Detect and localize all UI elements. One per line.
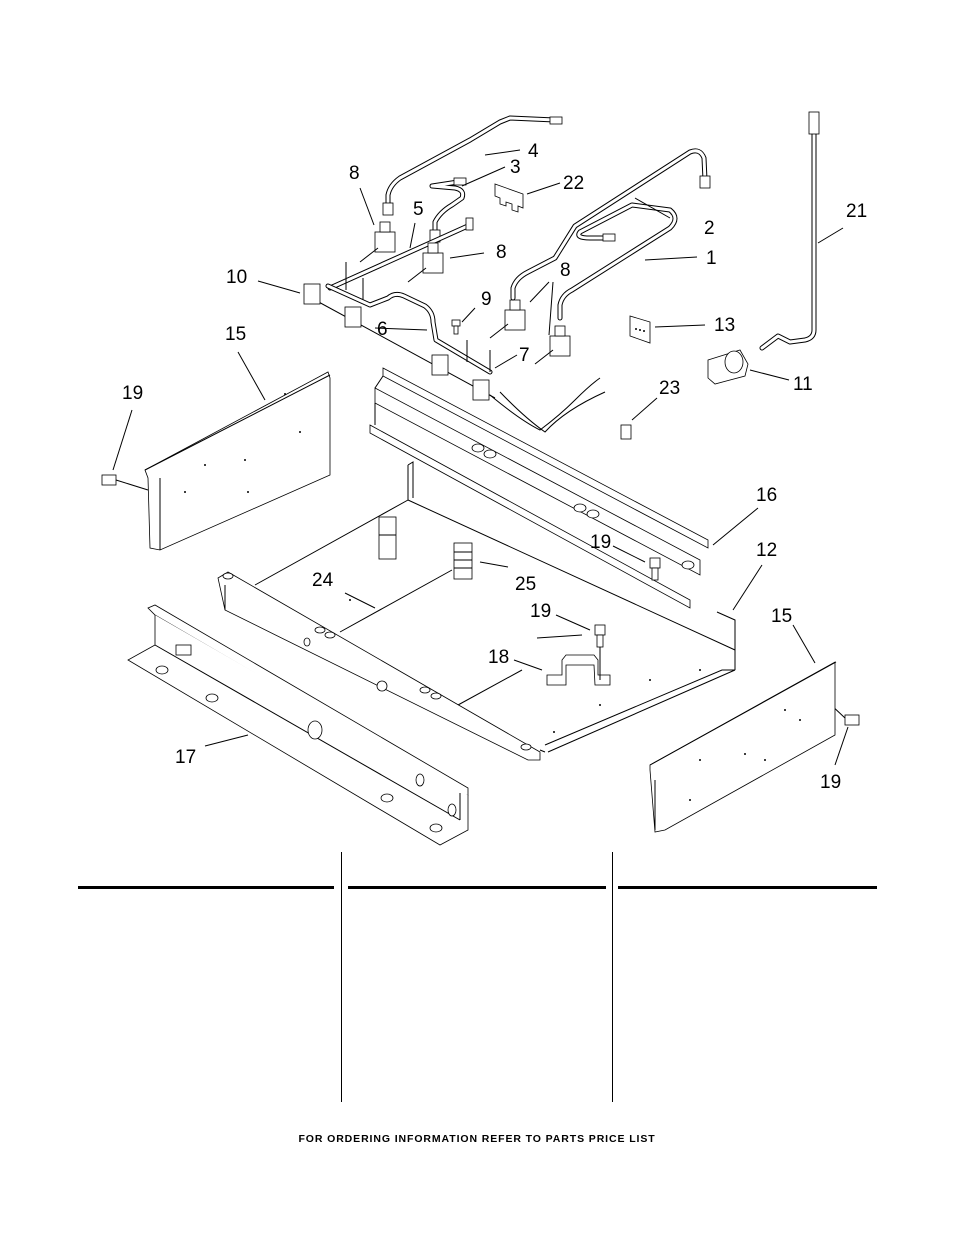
callout-25: 25 xyxy=(515,574,536,595)
part-gas-tube-21 xyxy=(759,111,820,351)
parts-table-column-3-rule xyxy=(618,886,877,889)
callout-17: 17 xyxy=(175,747,196,768)
part-burner-valve-8b xyxy=(407,242,444,283)
callout-8a: 8 xyxy=(349,163,360,184)
leader-24-25 xyxy=(339,569,453,633)
part-base-pan-12 xyxy=(254,461,736,753)
callout-19-center: 19 xyxy=(530,601,551,622)
part-igniter-switch-10 xyxy=(303,283,496,401)
callout-6: 6 xyxy=(377,319,388,340)
leader-arrows xyxy=(112,149,849,766)
part-side-panel-15-right xyxy=(649,661,837,833)
part-front-rail xyxy=(217,571,541,761)
callout-15-left: 15 xyxy=(225,324,246,345)
callout-1: 1 xyxy=(706,248,717,269)
callout-labels: 1 2 3 4 5 6 7 8 8 8 9 10 11 12 13 15 15 … xyxy=(122,141,867,793)
callout-16: 16 xyxy=(756,485,777,506)
part-side-panel-15-left xyxy=(144,371,331,551)
callout-4: 4 xyxy=(528,141,539,162)
callout-23: 23 xyxy=(659,378,680,399)
part-gas-tube-5 xyxy=(327,217,474,291)
part-burner-valve-8a xyxy=(359,221,396,263)
part-burner-valve-8d xyxy=(534,325,571,365)
callout-19-right: 19 xyxy=(820,772,841,793)
part-spark-module-24 xyxy=(378,516,397,560)
callout-7: 7 xyxy=(519,345,530,366)
callout-24: 24 xyxy=(312,570,334,591)
parts-table-column-1-rule xyxy=(78,886,334,889)
part-rear-channel-16 xyxy=(369,367,709,609)
callout-21: 21 xyxy=(846,201,867,222)
leader-19 xyxy=(536,634,583,639)
callout-13: 13 xyxy=(714,315,735,336)
callout-11: 11 xyxy=(793,374,813,395)
part-gas-tube-1 xyxy=(557,202,678,321)
parts-table-divider-2 xyxy=(612,852,613,1102)
exploded-parts-diagram: 1 2 3 4 5 6 7 8 8 8 9 10 11 12 13 15 15 … xyxy=(101,111,867,846)
callout-18: 18 xyxy=(488,647,509,668)
callout-5: 5 xyxy=(413,199,424,220)
callout-12: 12 xyxy=(756,540,777,561)
callout-19-left: 19 xyxy=(122,383,143,404)
part-bracket-22 xyxy=(494,183,524,213)
part-gas-tube-4 xyxy=(382,115,563,216)
callout-19-rear: 19 xyxy=(590,532,611,553)
part-bracket-plate-13 xyxy=(629,315,651,344)
part-gas-tube-2 xyxy=(510,148,711,301)
callout-22: 22 xyxy=(563,173,584,194)
part-screw-19b xyxy=(649,557,661,581)
part-front-channel-17 xyxy=(127,604,469,846)
callout-2: 2 xyxy=(704,218,715,239)
part-screw-9 xyxy=(451,319,461,335)
part-orifice-fitting-23 xyxy=(620,424,632,440)
callout-3: 3 xyxy=(510,157,521,178)
callout-8b: 8 xyxy=(496,242,507,263)
parts-table-column-2-rule xyxy=(348,886,606,889)
callout-8c: 8 xyxy=(560,260,571,281)
part-burner-valve-8c xyxy=(489,299,526,339)
part-screw-19c xyxy=(594,624,606,680)
callout-9: 9 xyxy=(481,289,492,310)
callout-10: 10 xyxy=(226,267,247,288)
part-wire-harness xyxy=(489,377,606,433)
part-pressure-regulator-11 xyxy=(707,349,749,385)
part-screw-19a xyxy=(101,474,149,491)
part-bracket-18 xyxy=(546,654,611,686)
parts-table-divider-1 xyxy=(341,852,342,1102)
leader-18 xyxy=(457,669,523,706)
part-manifold-pipe-6 xyxy=(325,262,493,375)
part-terminal-block-25 xyxy=(453,542,473,580)
ordering-info-footer: FOR ORDERING INFORMATION REFER TO PARTS … xyxy=(298,1133,656,1145)
callout-15-right: 15 xyxy=(771,606,792,627)
